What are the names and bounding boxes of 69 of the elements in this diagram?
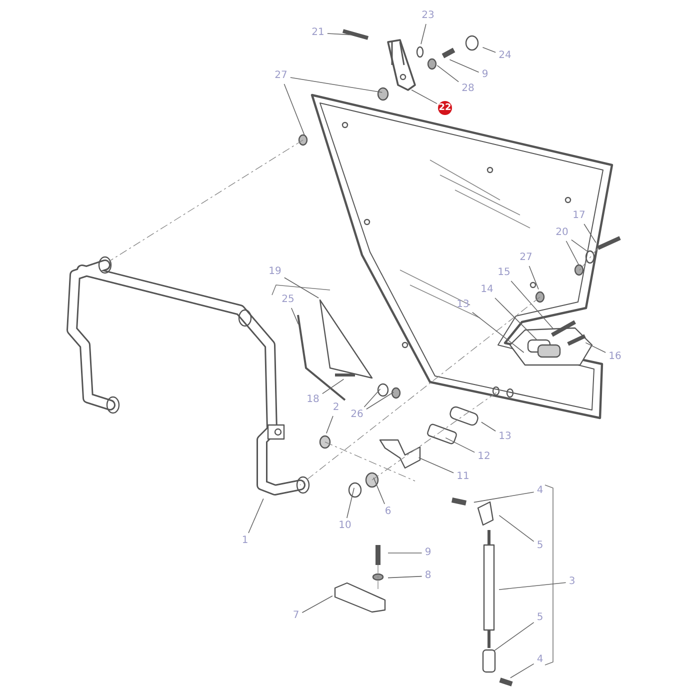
leader-line xyxy=(388,552,422,554)
leader-line xyxy=(445,437,475,453)
callout-number: 27 xyxy=(518,251,534,265)
callout-number: 13 xyxy=(496,430,514,444)
leader-line xyxy=(474,492,534,503)
callout-number: 4 xyxy=(534,484,546,498)
callout-number: 9 xyxy=(480,68,490,82)
callout-number: 22 xyxy=(438,101,452,115)
callout-number: 7 xyxy=(290,609,302,623)
leader-line xyxy=(449,59,480,73)
leader-line xyxy=(510,280,554,330)
leader-line xyxy=(248,498,264,534)
leader-line xyxy=(566,240,580,266)
callout-number: 23 xyxy=(420,9,436,23)
leader-line xyxy=(510,663,534,678)
leader-line xyxy=(498,515,534,542)
leader-line xyxy=(327,33,352,36)
callout-number: 17 xyxy=(570,209,588,223)
callout-number: 26 xyxy=(348,408,366,422)
leader-line xyxy=(436,65,459,82)
leader-line xyxy=(528,266,539,290)
leader-line xyxy=(284,84,305,136)
callout-number: 4 xyxy=(534,653,546,667)
leader-line xyxy=(346,488,354,518)
callout-number: 14 xyxy=(478,283,496,297)
leader-line xyxy=(326,416,334,434)
callout-number: 1 xyxy=(240,534,250,548)
callout-number: 20 xyxy=(554,226,570,240)
leader-line xyxy=(494,298,538,341)
leader-line xyxy=(498,582,566,590)
callout-number: 24 xyxy=(496,49,514,63)
callout-number: 18 xyxy=(304,393,322,407)
leader-line xyxy=(585,342,606,353)
leader-line xyxy=(411,90,438,104)
leader-line xyxy=(366,392,394,410)
callout-number: 9 xyxy=(422,546,434,560)
callout-number: 16 xyxy=(606,350,624,364)
callout-number: 5 xyxy=(534,539,546,553)
leader-line xyxy=(481,422,496,432)
leader-line xyxy=(388,576,422,578)
callout-number: 27 xyxy=(272,69,290,83)
leader-line xyxy=(290,77,382,93)
callout-number: 11 xyxy=(454,470,472,484)
callout-number: 15 xyxy=(496,266,512,280)
callout-number: 3 xyxy=(566,575,578,589)
callout-number: 12 xyxy=(476,450,492,464)
leader-line xyxy=(302,596,333,613)
leader-line xyxy=(284,277,319,298)
leader-line xyxy=(291,308,299,325)
callout-number: 2 xyxy=(330,401,342,415)
callout-number: 8 xyxy=(422,569,434,583)
leader-line xyxy=(418,457,454,474)
callout-number: 19 xyxy=(266,265,284,279)
callout-number: 10 xyxy=(336,519,354,533)
leader-line xyxy=(322,378,344,394)
callout-number: 21 xyxy=(310,26,326,40)
callout-number: 28 xyxy=(460,82,476,96)
leader-line xyxy=(373,477,385,504)
leader-line xyxy=(494,622,534,652)
callout-number: 13 xyxy=(454,298,472,312)
leader-line xyxy=(364,388,381,408)
callout-number: 5 xyxy=(534,611,546,625)
leader-line xyxy=(482,47,496,53)
callout-number: 6 xyxy=(382,505,394,519)
callout-number: 25 xyxy=(280,293,296,307)
leader-line xyxy=(420,24,426,44)
leader-line xyxy=(571,239,588,252)
leader-line xyxy=(584,224,596,243)
leader-line xyxy=(472,312,524,353)
